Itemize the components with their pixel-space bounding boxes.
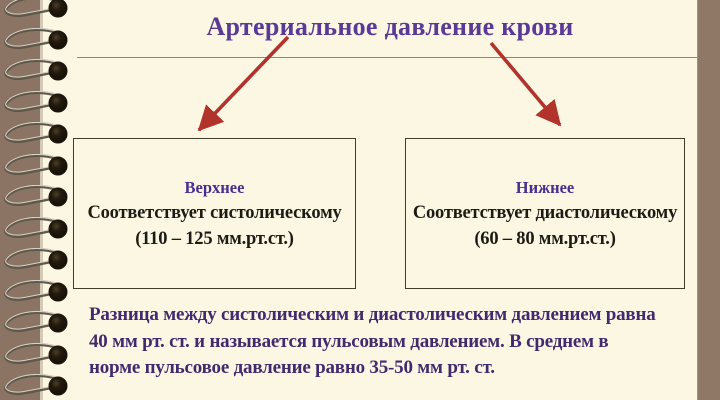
spiral-ring-icon — [2, 216, 72, 245]
title-divider — [77, 57, 697, 58]
box-description: Соответствует диастолическому — [412, 202, 678, 223]
arrow-down-left-icon — [197, 35, 290, 132]
note-line: норме пульсовое давление равно 35-50 мм … — [89, 357, 495, 378]
pulse-pressure-note: Разница между систолическим и диастоличе… — [89, 302, 689, 382]
page-edge-strip — [697, 0, 720, 400]
spiral-ring-icon — [2, 27, 72, 56]
spiral-ring-icon — [2, 185, 72, 213]
spiral-ring-icon — [2, 59, 72, 87]
arrow-down-right-icon — [489, 41, 562, 127]
box-range: (60 – 80 мм.рт.ст.) — [474, 228, 616, 249]
box-label: Нижнее — [515, 177, 575, 197]
spiral-ring-icon — [2, 0, 72, 24]
spiral-ring-icon — [2, 90, 72, 119]
spiral-ring-icon — [2, 248, 72, 276]
spiral-ring-icon — [2, 342, 72, 371]
spiral-ring-icon — [2, 122, 72, 150]
box-description: Соответствует систолическому — [87, 202, 342, 223]
spiral-ring-icon — [2, 279, 72, 308]
spiral-ring-icon — [2, 311, 72, 339]
box-range: (110 – 125 мм.рт.ст.) — [135, 228, 294, 249]
page-title: Артериальное давление крови — [206, 12, 574, 41]
spiral-ring-icon — [2, 153, 72, 182]
spiral-ring-icon — [2, 374, 72, 400]
upper-pressure-box: Верхнее Соответствует систолическому (11… — [73, 138, 356, 289]
note-line: Разница между систолическим и диастоличе… — [89, 304, 656, 325]
box-label: Верхнее — [184, 177, 245, 197]
note-line: 40 мм рт. ст. и называется пульсовым дав… — [89, 330, 609, 352]
lower-pressure-box: Нижнее Соответствует диастолическому (60… — [405, 138, 685, 289]
notebook-binding — [0, 0, 80, 400]
